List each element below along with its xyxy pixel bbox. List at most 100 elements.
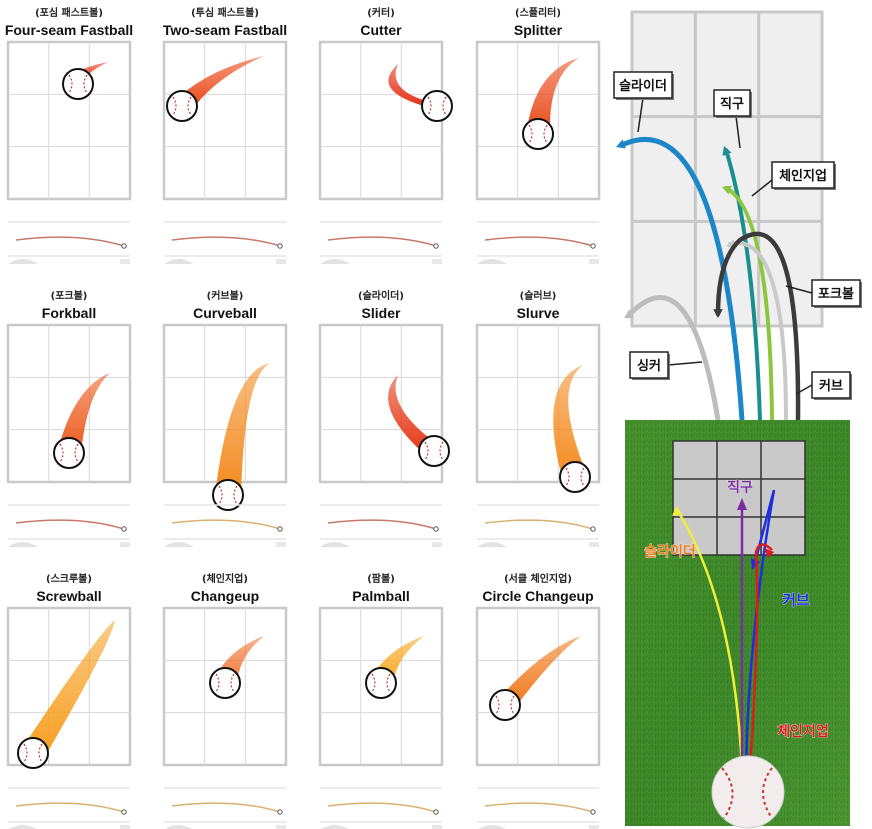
- pitcher-mound: [477, 259, 507, 264]
- callout-label: 슬라이더: [619, 78, 667, 94]
- pitch-panel: (슬러브) Slurve: [475, 289, 601, 547]
- callout-label: 싱커: [637, 359, 661, 374]
- home-plate: [276, 542, 286, 547]
- pitch-trail: [526, 58, 579, 134]
- strike-zone-box: [475, 323, 601, 484]
- sinker-trajectory: [625, 295, 721, 423]
- forkball-arrowhead: [713, 309, 723, 318]
- side-view-ball: [590, 526, 596, 532]
- pitcher-mound: [477, 542, 507, 547]
- pitch-panel: (슬라이더)Slider: [318, 289, 450, 547]
- side-view-ball: [590, 243, 596, 249]
- ball-stitch: [528, 124, 533, 144]
- pitch-panel: (커브볼) Curveball: [162, 289, 288, 547]
- side-view-ball: [121, 243, 127, 249]
- side-view-ball: [433, 243, 439, 249]
- field-changeup-trajectory: [748, 543, 773, 771]
- baseball-icon: [418, 435, 450, 467]
- side-view-ball: [433, 526, 439, 532]
- side-view-trajectory: [327, 236, 437, 247]
- pitch-trail: [215, 363, 270, 495]
- side-view-trajectory: [171, 519, 281, 530]
- pitch-korean-name: (스플리터): [515, 6, 561, 19]
- callout-leader: [667, 361, 703, 366]
- pitch-panel: (커터)Cutter: [318, 6, 453, 264]
- field-slider-trajectory: [674, 507, 744, 771]
- home-plate: [276, 259, 286, 264]
- pitcher-mound: [320, 542, 350, 547]
- pitch-panel: (서클 체인지업)Circle Changeup: [475, 572, 601, 829]
- forkball-trajectory: [715, 231, 801, 423]
- pitch-grid-panels: (포심 패스트볼)Four-seam Fastball(투심 패스트볼)Two-…: [5, 6, 601, 829]
- side-view-trajectory: [171, 236, 281, 247]
- field-baseball-icon: [711, 755, 785, 829]
- home-plate: [120, 825, 130, 829]
- pitcher-mound: [9, 825, 37, 829]
- pitcher-mound: [478, 825, 506, 829]
- grass-field: [625, 420, 850, 826]
- side-view-trajectory: [15, 519, 125, 530]
- ball-stitch: [38, 743, 43, 763]
- pitcher-mound: [164, 259, 194, 264]
- callout-box: [629, 351, 669, 379]
- strike-zone-box: [475, 40, 601, 201]
- callout-label: 커브: [819, 379, 843, 394]
- field-slider-label: 슬라이더: [644, 543, 696, 560]
- field-fastball-label: 직구: [727, 479, 753, 496]
- pitch-korean-name: (포크볼): [51, 290, 88, 302]
- field-changeup-label: 체인지업: [777, 723, 829, 740]
- field-ball-stitch: [721, 767, 734, 819]
- ball-stitch: [580, 467, 585, 487]
- pitcher-mound: [165, 825, 193, 829]
- ball-stitch: [59, 443, 64, 463]
- side-view-trajectory: [327, 519, 437, 530]
- forkball-light-trajectory: [728, 241, 788, 422]
- pitch-korean-name: (슬러브): [520, 289, 557, 302]
- changeup-trajectory: [724, 186, 774, 422]
- fastball-trajectory: [724, 148, 762, 422]
- pitch-panel: (포크볼)Forkball: [6, 290, 132, 547]
- pitch-english-name: Curveball: [193, 305, 257, 321]
- ball-stitch: [510, 695, 515, 715]
- pitch-trail: [388, 375, 447, 451]
- grass-texture: [625, 420, 850, 826]
- callout-box: [713, 89, 751, 117]
- side-view-trajectory: [171, 802, 281, 813]
- callout-leader: [637, 97, 644, 133]
- pitch-korean-name: (커브볼): [207, 289, 244, 302]
- home-plate: [589, 259, 599, 264]
- callout-box: [771, 161, 835, 189]
- zone-grid-background: [630, 10, 824, 328]
- side-view-trajectory: [484, 519, 594, 530]
- callout-leader: [795, 384, 813, 395]
- changeup-arrowhead: [722, 185, 732, 195]
- home-plate: [120, 259, 130, 264]
- pitch-english-name: Splitter: [514, 22, 563, 38]
- pitch-panel: (스플리터) Splitter: [475, 6, 601, 264]
- baseball-icon: [62, 68, 94, 100]
- pitch-english-name: Palmball: [352, 588, 410, 604]
- baseball-icon: [209, 667, 241, 699]
- callout-box: [811, 279, 861, 307]
- ball-stitch: [68, 74, 73, 94]
- callout-shadow: [716, 92, 752, 118]
- callout-shadow: [814, 282, 862, 308]
- callout-leader: [785, 285, 813, 294]
- pitch-trail: [553, 365, 588, 477]
- home-plate: [432, 542, 442, 547]
- pitch-trail: [19, 620, 115, 753]
- field-ball-stitch: [762, 767, 773, 819]
- pitch-english-name: Changeup: [191, 588, 259, 604]
- callout-shadow: [814, 374, 852, 400]
- home-plate: [120, 542, 130, 547]
- pitcher-mound: [320, 259, 350, 264]
- pitch-english-name: Slurve: [517, 305, 560, 321]
- side-view-ball: [277, 526, 283, 532]
- ball-stitch: [371, 673, 376, 693]
- baseball-icon: [489, 689, 521, 721]
- callout-label: 직구: [720, 96, 744, 112]
- field-strike-zone: [672, 440, 806, 556]
- home-plate: [589, 542, 599, 547]
- side-view-ball: [121, 526, 127, 532]
- ball-stitch: [442, 96, 447, 116]
